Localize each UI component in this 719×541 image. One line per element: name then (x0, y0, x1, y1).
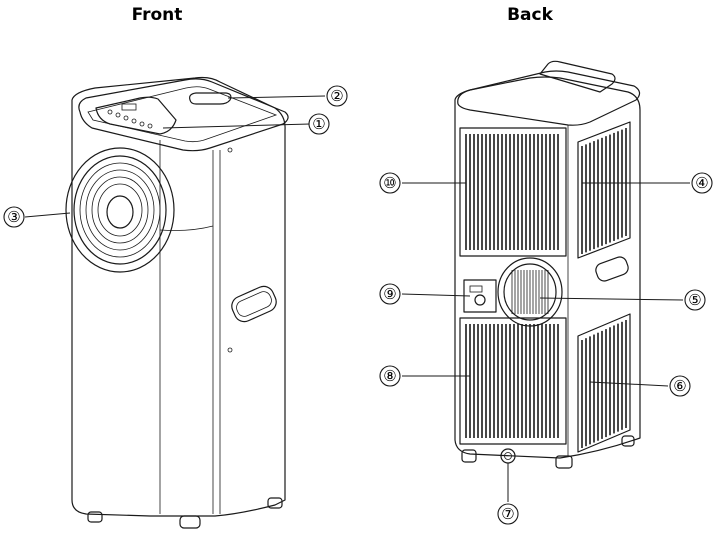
callout-5-label: ⑤ (688, 291, 701, 309)
callout-7-label: ⑦ (501, 505, 514, 523)
front-body-outline (71, 76, 286, 517)
side-lower-grille (577, 313, 631, 453)
callout-10-label: ⑩ (383, 174, 396, 192)
callout-8: ⑧ (379, 365, 401, 387)
side-handle (231, 285, 277, 323)
callout-3: ③ (3, 206, 25, 228)
back-top (457, 70, 641, 126)
back-wheels (461, 435, 635, 469)
callout-4-label: ④ (695, 174, 708, 192)
upper-back-filter (459, 127, 567, 257)
callout-2-label: ② (330, 87, 343, 105)
callout-9: ⑨ (379, 283, 401, 305)
callout-8-label: ⑧ (383, 367, 396, 385)
front-unit (65, 76, 289, 529)
callout-3-label: ③ (7, 208, 20, 226)
front-heading: Front (132, 5, 183, 25)
callout-2: ② (326, 85, 348, 107)
side-upper-grille (577, 121, 631, 259)
front-wheels (87, 497, 283, 529)
back-side-handle (595, 256, 629, 282)
callout-1: ① (308, 113, 330, 135)
lower-back-filter (459, 317, 567, 445)
control-panel (95, 96, 177, 135)
front-top-inner (87, 86, 278, 143)
callout-9-label: ⑨ (383, 285, 396, 303)
callout-5: ⑤ (684, 289, 706, 311)
top-handle (189, 92, 232, 105)
control-buttons (107, 103, 153, 129)
callout-leaders (24, 95, 690, 502)
back-heading: Back (507, 5, 554, 25)
callout-6: ⑥ (669, 375, 691, 397)
callout-4: ④ (691, 172, 713, 194)
hot-air-outlet (497, 257, 563, 327)
back-top-handle (539, 60, 616, 93)
callout-10: ⑩ (379, 172, 401, 194)
back-unit (454, 60, 641, 469)
callout-6-label: ⑥ (673, 377, 686, 395)
callout-7: ⑦ (497, 503, 519, 525)
front-air-outlet (65, 147, 175, 273)
front-top-lid (78, 78, 289, 152)
callout-1-label: ① (312, 115, 325, 133)
